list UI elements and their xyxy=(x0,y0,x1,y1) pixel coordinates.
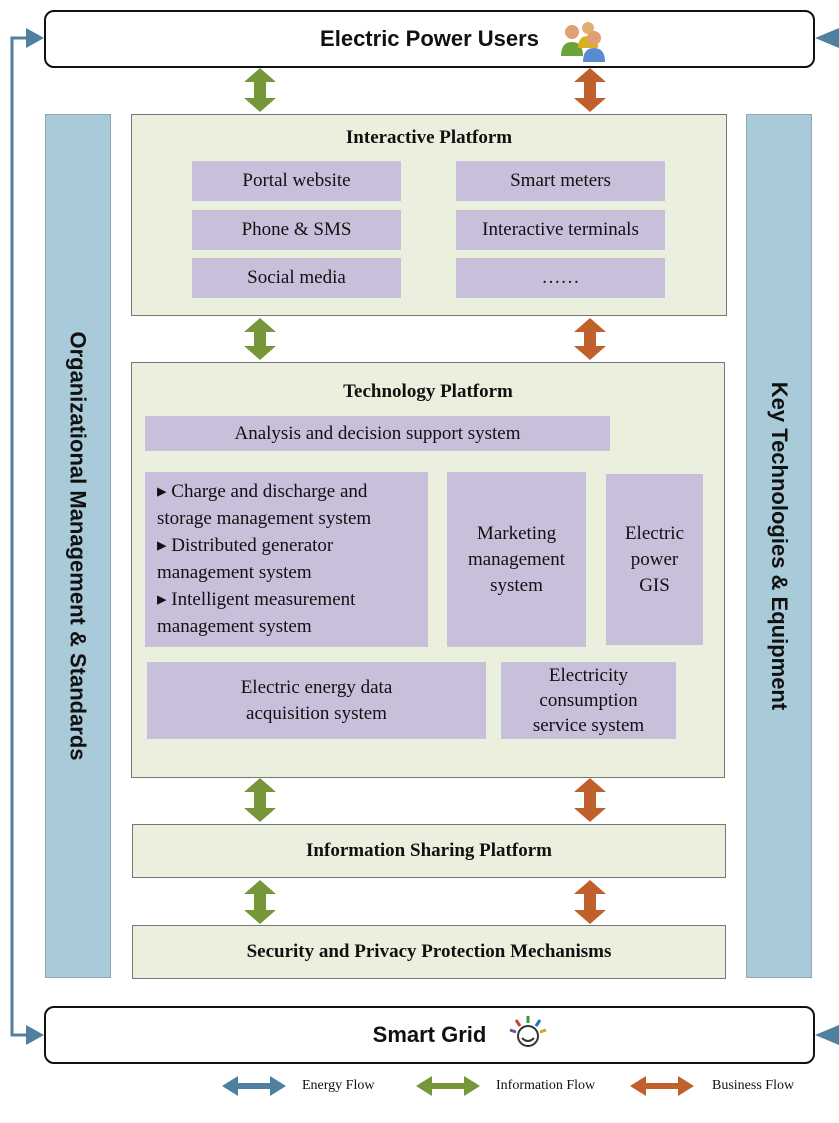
phone-sms-cell: Phone & SMS xyxy=(192,210,401,250)
information-sharing-platform: Information Sharing Platform xyxy=(132,824,726,878)
acquisition-line: acquisition system xyxy=(246,702,387,724)
smart-grid-box: Smart Grid xyxy=(44,1006,815,1064)
gis-line: GIS xyxy=(639,574,670,596)
portal-website-cell: Portal website xyxy=(192,161,401,201)
management-systems-list: ▸ Charge and discharge and storage manag… xyxy=(145,472,428,647)
list-line: management system xyxy=(157,616,312,637)
key-technologies-bar: Key Technologies & Equipment xyxy=(746,114,812,978)
legend-info-arrow xyxy=(416,1076,480,1096)
gis-line: Electric xyxy=(624,522,685,544)
info-arrows xyxy=(244,68,276,924)
ellipsis-cell: …… xyxy=(456,258,665,298)
legend-business-label: Business Flow xyxy=(712,1078,795,1093)
legend-energy-arrow xyxy=(222,1076,286,1096)
electric-power-users-label: Electric Power Users xyxy=(320,26,539,51)
list-line: ▸ Charge and discharge and xyxy=(157,481,368,502)
electric-power-users-box: Electric Power Users xyxy=(44,10,815,68)
social-media-cell: Social media xyxy=(192,258,401,298)
interactive-platform-title: Interactive Platform xyxy=(345,127,513,148)
consumption-line: Electricity xyxy=(548,665,629,686)
list-line: management system xyxy=(157,562,312,583)
consumption-line: service system xyxy=(532,715,645,736)
org-management-bar: Organizational Management & Standards xyxy=(45,114,111,978)
smart-meters-cell: Smart meters xyxy=(456,161,665,201)
legend-energy-label: Energy Flow xyxy=(302,1078,375,1093)
energy-arrowhead-left-bottom xyxy=(26,1025,44,1045)
gis-line: power xyxy=(630,548,679,570)
consumption-service-cell: Electricity consumption service system xyxy=(501,662,676,739)
energy-arrowhead-right-top xyxy=(815,28,839,48)
list-line: storage management system xyxy=(157,508,372,529)
technology-platform-title: Technology Platform xyxy=(343,381,513,402)
smart-grid-label: Smart Grid xyxy=(372,1022,487,1047)
interactive-platform-panel: Interactive Platform Portal website Smar… xyxy=(131,114,727,316)
interactive-terminals-cell: Interactive terminals xyxy=(456,210,665,250)
analysis-decision-cell: Analysis and decision support system xyxy=(145,416,610,451)
legend-arrows xyxy=(222,1076,694,1096)
org-management-label: Organizational Management & Standards xyxy=(66,331,92,761)
marketing-line: Marketing xyxy=(476,522,557,544)
list-line: ▸ Distributed generator xyxy=(157,535,334,556)
marketing-line: system xyxy=(490,574,543,596)
electric-power-gis-cell: Electric power GIS xyxy=(606,474,703,645)
legend-business-arrow xyxy=(630,1076,694,1096)
energy-arrowhead-left-top xyxy=(26,28,44,48)
smart-grid-logo xyxy=(509,1016,547,1047)
security-privacy-box: Security and Privacy Protection Mechanis… xyxy=(132,925,726,979)
legend-information-label: Information Flow xyxy=(496,1078,596,1093)
acquisition-line: Electric energy data xyxy=(240,676,393,698)
users-icon xyxy=(561,22,605,62)
list-line: ▸ Intelligent measurement xyxy=(157,589,356,610)
marketing-management-cell: Marketing management system xyxy=(447,472,586,647)
marketing-line: management xyxy=(467,548,566,570)
energy-loop-left xyxy=(10,36,40,1037)
energy-arrowhead-right-bottom xyxy=(815,1025,839,1045)
business-arrows xyxy=(574,68,606,924)
data-acquisition-cell: Electric energy data acquisition system xyxy=(147,662,486,739)
consumption-line: consumption xyxy=(539,690,638,711)
key-technologies-label: Key Technologies & Equipment xyxy=(767,381,793,711)
